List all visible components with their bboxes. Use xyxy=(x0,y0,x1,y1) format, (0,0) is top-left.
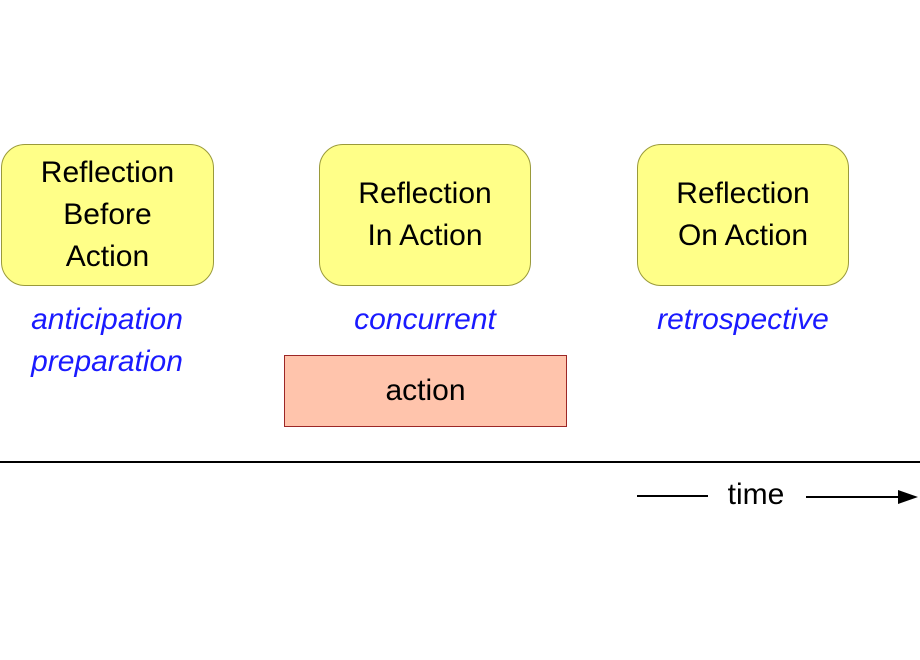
caption-line: anticipation xyxy=(31,303,183,336)
action-box: action xyxy=(284,355,567,427)
stage-caption-before-action: anticipation preparation xyxy=(0,299,214,383)
stage-line: Before xyxy=(63,198,152,231)
caption-line: preparation xyxy=(31,345,183,378)
stage-line: Reflection xyxy=(40,156,175,189)
time-leader-line xyxy=(637,495,708,497)
stage-caption-in-action: concurrent xyxy=(319,299,531,341)
time-arrow-icon xyxy=(806,490,918,504)
stage-box-in-action: Reflection In Action xyxy=(319,144,531,286)
time-label: time xyxy=(727,478,785,511)
stage-line: On Action xyxy=(677,219,809,252)
stage-caption-on-action: retrospective xyxy=(637,299,849,341)
timeline-axis xyxy=(0,461,920,463)
stage-line: Reflection xyxy=(358,177,492,210)
stage-line: In Action xyxy=(367,219,483,252)
stage-line: Reflection xyxy=(676,177,810,210)
stage-box-on-action: Reflection On Action xyxy=(637,144,849,286)
caption-line: concurrent xyxy=(354,303,496,336)
stage-line: Action xyxy=(65,240,150,273)
stage-box-before-action: Reflection Before Action xyxy=(1,144,214,286)
caption-line: retrospective xyxy=(657,303,829,336)
